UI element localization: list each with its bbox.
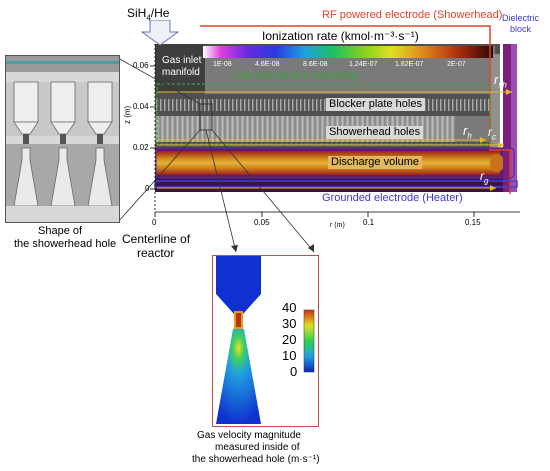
- centerline-label-line1: Centerline of: [122, 232, 191, 246]
- blocker-plate-text: Blocker plate holes: [329, 98, 422, 110]
- rf-electrode-label: RF powered electrode (Showerhead): [322, 9, 503, 21]
- r-c-sub: c: [492, 132, 496, 142]
- r-h-main: r: [463, 123, 468, 138]
- inlet-gas-label: SiH4/He: [127, 7, 169, 22]
- colorbar-tick: 8.6E-08: [303, 61, 328, 68]
- z-tick: 0: [145, 184, 150, 193]
- velocity-inset: [212, 255, 319, 427]
- velocity-tick: 30: [282, 316, 297, 331]
- zoom-line-velocity-left: [205, 129, 237, 253]
- manifold-label-line2: manifold: [162, 67, 200, 78]
- r-sh-main: r: [494, 72, 499, 87]
- colorbar-tick: 1.24E-07: [349, 61, 378, 68]
- colorbar-tick: 1.62E-07: [395, 61, 424, 68]
- z-tick: 0.02: [133, 143, 149, 152]
- colorbar-tick: 4.6E-08: [255, 61, 280, 68]
- colorbar-tick: 1E-08: [213, 61, 232, 68]
- velocity-label-line2: measured inside of: [215, 442, 300, 453]
- r-sh-sub: sh: [498, 80, 507, 90]
- velocity-tick: 0: [290, 364, 298, 379]
- discharge-volume-label: Discharge volume: [328, 156, 423, 169]
- grounded-electrode-label: Grounded electrode (Heater): [322, 192, 463, 204]
- inlet-arrow-icon: [140, 20, 180, 46]
- dielectric-label-line1: Dielectric: [502, 13, 540, 23]
- r-h-label: rh: [463, 124, 472, 141]
- velocity-label-line3: the showerhead hole (m·s⁻¹): [192, 454, 320, 465]
- r-c-label: rc: [488, 126, 496, 141]
- blocker-plate-label: Blocker plate holes: [326, 98, 425, 111]
- r-g-sub: g: [484, 176, 489, 186]
- z-axis-label: z (m): [123, 105, 132, 124]
- r-tick: 0: [152, 218, 157, 227]
- shape-label-line1: Shape of: [38, 225, 83, 237]
- rf-electrode-outline: [200, 25, 511, 194]
- showerhead-holes-text: Showerhead holes: [329, 126, 421, 138]
- velocity-tick: 40: [282, 300, 297, 315]
- showerhead-shape-inset: [5, 55, 120, 223]
- velocity-field-drawing: [216, 256, 315, 424]
- shape-label-line2: the showerhead hole: [14, 238, 117, 250]
- centerline-label-line2: reactor: [137, 246, 175, 260]
- gas-distribution-box: [156, 83, 491, 145]
- zoom-line-bottom: [117, 129, 201, 223]
- velocity-label-line1: Gas velocity magnitude: [197, 430, 301, 441]
- r-sh-label: rsh: [494, 73, 507, 90]
- r-g-label: rg: [480, 170, 488, 185]
- r-tick: 0.15: [465, 218, 481, 227]
- zoom-line-top: [117, 57, 201, 105]
- r-axis-label: r (m): [330, 222, 345, 229]
- gas-distribution-label: Gas distribution assembly: [233, 70, 359, 82]
- velocity-tick: 10: [282, 348, 297, 363]
- r-c-main: r: [488, 125, 492, 139]
- colorbar-title: Ionization rate (kmol·m⁻³·s⁻¹): [262, 29, 419, 43]
- inlet-gas-rest: /He: [150, 6, 170, 20]
- showerhead-shape-drawing: [6, 56, 119, 222]
- z-tick: 0.04: [133, 102, 149, 111]
- r-tick: 0.1: [363, 218, 375, 227]
- showerhead-holes-label: Showerhead holes: [326, 126, 424, 139]
- discharge-outline: [155, 147, 515, 179]
- dielectric-label-line2: block: [510, 24, 532, 34]
- inlet-gas-sub: 4: [146, 13, 151, 23]
- colorbar-gradient: [203, 46, 493, 58]
- colorbar-tick: 2E-07: [447, 61, 466, 68]
- inlet-gas-main: SiH: [127, 6, 147, 20]
- r-g-main: r: [480, 169, 484, 183]
- zoom-box: [199, 103, 213, 131]
- zoom-line-velocity-right: [211, 129, 315, 253]
- r-tick: 0.05: [254, 218, 270, 227]
- grounded-electrode-outline: [154, 180, 518, 188]
- velocity-tick: 20: [282, 332, 297, 347]
- z-tick: 0.06: [133, 61, 149, 70]
- colorbar: [203, 45, 493, 58]
- discharge-volume-text: Discharge volume: [331, 156, 420, 168]
- r-h-sub: h: [467, 131, 472, 141]
- manifold-label-line1: Gas inlet: [162, 55, 202, 66]
